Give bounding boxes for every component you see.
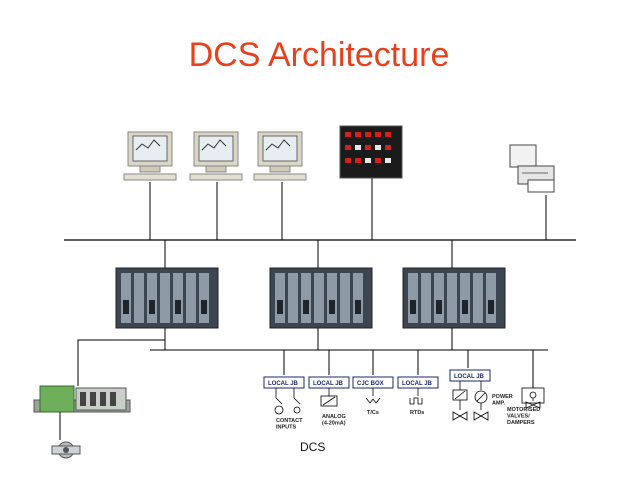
diagram-caption: DCS: [300, 440, 326, 454]
thermocouple-icon: [365, 388, 381, 404]
device-label: ANALOG(4-20mA): [322, 414, 346, 427]
junction-box-label: LOCAL JB: [313, 381, 344, 387]
page-title: DCS Architecture: [188, 36, 450, 74]
remote-io-module-icon: [33, 385, 131, 440]
controller-rack-icon: [115, 267, 219, 329]
junction-box-label: CJC BOX: [357, 381, 384, 387]
field-valve-icon: [51, 441, 81, 459]
junction-box-label: LOCAL JB: [454, 374, 485, 380]
junction-box-label: LOCAL JB: [268, 381, 299, 387]
junction-box: LOCAL JB: [263, 376, 305, 389]
controller-rack-icon: [269, 267, 373, 329]
field-bus: [77, 328, 548, 388]
operator-workstation-icon: [189, 131, 243, 181]
control-panel-display-icon: [339, 125, 403, 179]
power-amplifier-icon: [452, 381, 489, 421]
junction-box: LOCAL JB: [397, 376, 439, 389]
operator-workstation-icon: [253, 131, 307, 181]
rtd-icon: [409, 388, 423, 405]
operator-workstation-icon: [123, 131, 177, 181]
printer-icon: [509, 144, 555, 193]
device-label: T/Cs: [367, 410, 379, 416]
network-drops: [149, 178, 547, 270]
junction-box: CJC BOX: [352, 376, 394, 389]
contact-switch-icon: [274, 388, 301, 415]
junction-box: LOCAL JB: [449, 369, 491, 382]
controller-rack-icon: [402, 267, 506, 329]
device-label: RTDs: [410, 410, 424, 416]
motorised-valve-icon: [521, 387, 545, 409]
junction-box: LOCAL JB: [308, 376, 350, 389]
junction-box-label: LOCAL JB: [402, 381, 433, 387]
analog-transmitter-icon: [320, 388, 338, 407]
